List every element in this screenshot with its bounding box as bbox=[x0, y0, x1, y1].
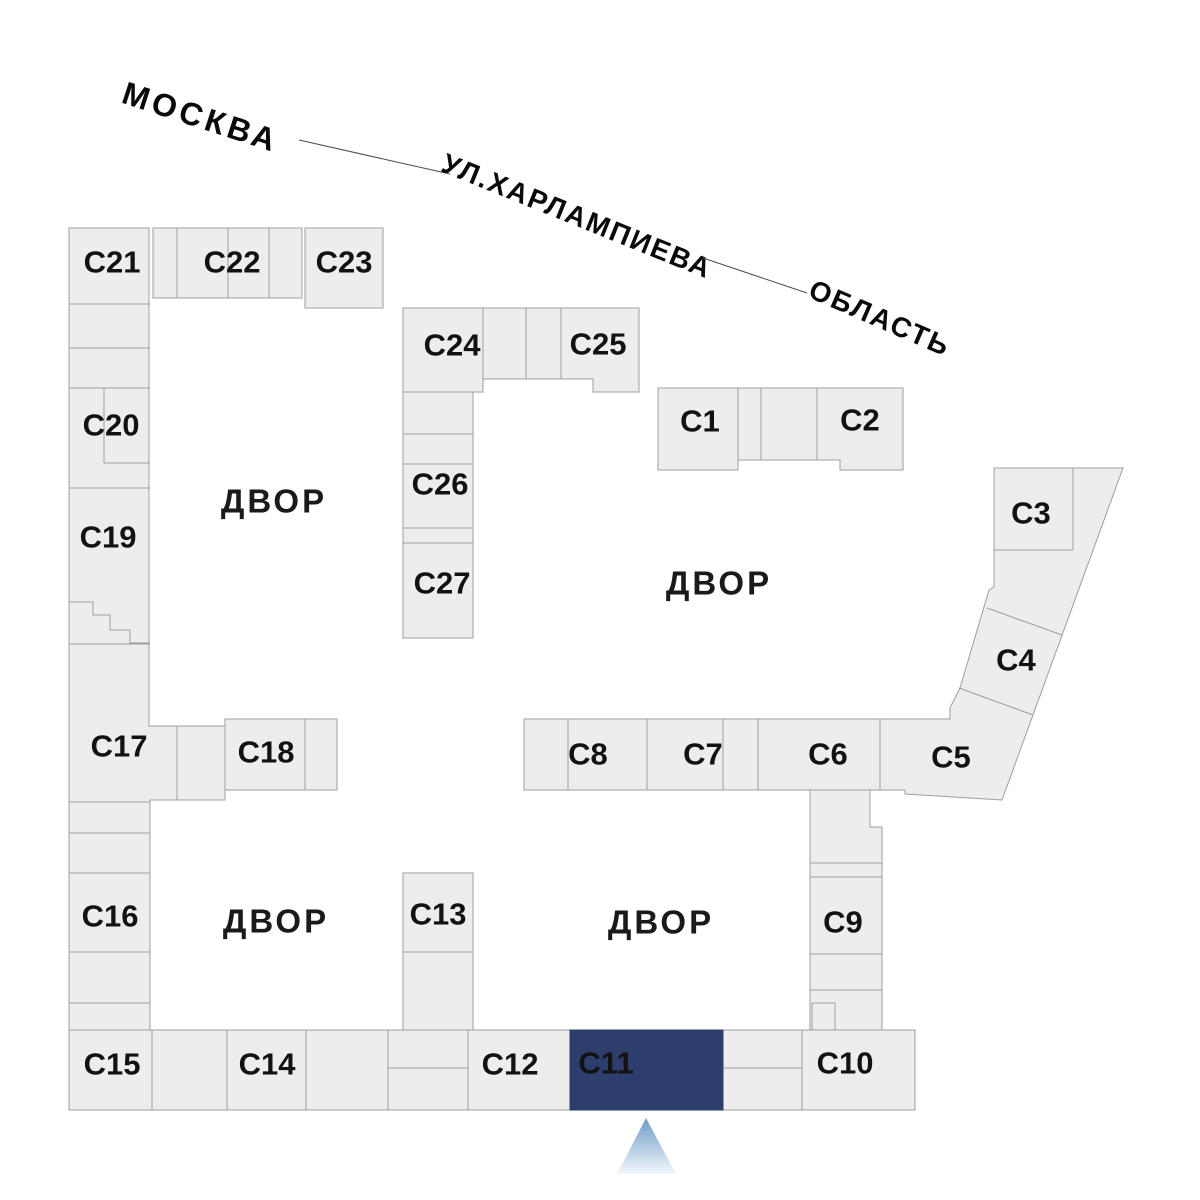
section-c15[interactable] bbox=[69, 1030, 152, 1110]
section-c10[interactable] bbox=[802, 1030, 915, 1110]
section-c3-label: С3 bbox=[1011, 496, 1051, 531]
section-c3[interactable] bbox=[994, 468, 1073, 550]
divider-row-c24-c25 bbox=[482, 308, 562, 392]
divider-row-c1-c2 bbox=[737, 388, 818, 470]
divider-strip-c9 bbox=[810, 862, 882, 1030]
divider-strip-right bbox=[958, 468, 1074, 716]
section-c26-label: С26 bbox=[412, 467, 469, 502]
selected-section-marker-icon bbox=[617, 1118, 676, 1174]
divider-left-strip bbox=[69, 303, 178, 1004]
section-c5[interactable] bbox=[903, 712, 1003, 797]
section-c23[interactable] bbox=[305, 228, 383, 308]
section-c8[interactable] bbox=[524, 719, 647, 790]
section-c20[interactable] bbox=[69, 388, 150, 488]
section-c21[interactable] bbox=[69, 228, 149, 303]
section-c13-label: С13 bbox=[410, 897, 467, 932]
street-line-left bbox=[298, 139, 451, 175]
buildings bbox=[68, 227, 1124, 1111]
section-c26[interactable] bbox=[403, 464, 473, 528]
section-c13[interactable] bbox=[403, 873, 473, 952]
building-c18[interactable] bbox=[224, 718, 338, 791]
courtyard-label-2: ДВОР bbox=[666, 565, 772, 602]
street-name-label: УЛ.ХАРЛАМПИЕВА bbox=[437, 148, 716, 285]
section-c16-label: С16 bbox=[82, 899, 139, 934]
section-c11-label: С11 bbox=[578, 1046, 633, 1081]
divider-row-top bbox=[176, 228, 270, 298]
section-c18[interactable] bbox=[225, 719, 337, 790]
building-row-c8-c7-c6[interactable] bbox=[523, 718, 881, 791]
section-c1[interactable] bbox=[658, 388, 738, 470]
section-c23-label: С23 bbox=[316, 245, 373, 280]
section-c4-label: С4 bbox=[996, 643, 1036, 678]
section-c24-label: С24 bbox=[424, 328, 482, 363]
section-c24[interactable] bbox=[403, 308, 483, 392]
building-c23[interactable] bbox=[304, 227, 384, 309]
section-c17-label: С17 bbox=[91, 729, 148, 764]
section-dividers bbox=[69, 228, 1074, 1110]
section-c27-label: С27 bbox=[414, 566, 471, 601]
section-c7[interactable] bbox=[647, 719, 758, 790]
section-c7-label: С7 bbox=[683, 737, 723, 772]
divider-row-c8-c7-c6 bbox=[567, 719, 759, 790]
divider-strip-c26-c27 bbox=[403, 433, 473, 544]
building-row-c1-c2[interactable] bbox=[657, 387, 904, 471]
section-c9-label: С9 bbox=[823, 905, 863, 940]
section-c10-label: С10 bbox=[817, 1046, 874, 1081]
section-c15-label: С15 bbox=[84, 1047, 141, 1082]
section-c18-label: С18 bbox=[238, 735, 295, 770]
section-c4[interactable] bbox=[965, 608, 1055, 708]
section-c12[interactable] bbox=[468, 1030, 570, 1110]
courtyard-labels: ДВОР ДВОР ДВОР ДВОР bbox=[221, 483, 772, 941]
courtyard-label-3: ДВОР bbox=[223, 903, 329, 940]
section-c9[interactable] bbox=[810, 877, 882, 954]
divider-row-bottom bbox=[151, 1030, 803, 1110]
section-labels: С21 С22 С23 С20 С19 С17 С18 С16 С15 С14 … bbox=[80, 245, 1051, 1082]
section-c2-label: С2 bbox=[840, 403, 880, 438]
section-hit-areas bbox=[69, 228, 1073, 1110]
section-c2[interactable] bbox=[817, 388, 903, 470]
section-c11[interactable] bbox=[569, 1029, 724, 1111]
building-row-bottom[interactable] bbox=[68, 1029, 916, 1111]
section-c14[interactable] bbox=[227, 1030, 306, 1110]
section-c27[interactable] bbox=[403, 543, 473, 638]
city-left-label: МОСКВА bbox=[118, 75, 284, 160]
building-strip-c26-c27[interactable] bbox=[402, 391, 474, 639]
section-c1-label: С1 bbox=[680, 404, 720, 439]
section-c25-label: С25 bbox=[570, 327, 627, 362]
section-c17[interactable] bbox=[69, 644, 152, 802]
section-c14-label: С14 bbox=[239, 1047, 297, 1082]
section-c6-label: С6 bbox=[808, 737, 848, 772]
section-c16[interactable] bbox=[69, 873, 150, 952]
section-c25[interactable] bbox=[561, 308, 639, 392]
street-line-right bbox=[702, 257, 808, 294]
section-c22[interactable] bbox=[153, 228, 269, 298]
section-c22-label: С22 bbox=[204, 245, 261, 280]
courtyard-label-1: ДВОР bbox=[221, 483, 327, 520]
courtyard-label-4: ДВОР bbox=[608, 904, 714, 941]
section-c19-label: С19 bbox=[80, 520, 137, 555]
section-c21-label: С21 bbox=[84, 245, 141, 280]
section-c8-label: С8 bbox=[568, 737, 608, 772]
section-c12-label: С12 bbox=[482, 1047, 539, 1082]
section-c20-label: С20 bbox=[83, 408, 140, 443]
section-c6[interactable] bbox=[758, 719, 880, 790]
section-c5-label: С5 bbox=[931, 740, 971, 775]
city-right-label: ОБЛАСТЬ bbox=[805, 274, 956, 363]
section-c19[interactable] bbox=[69, 488, 150, 602]
